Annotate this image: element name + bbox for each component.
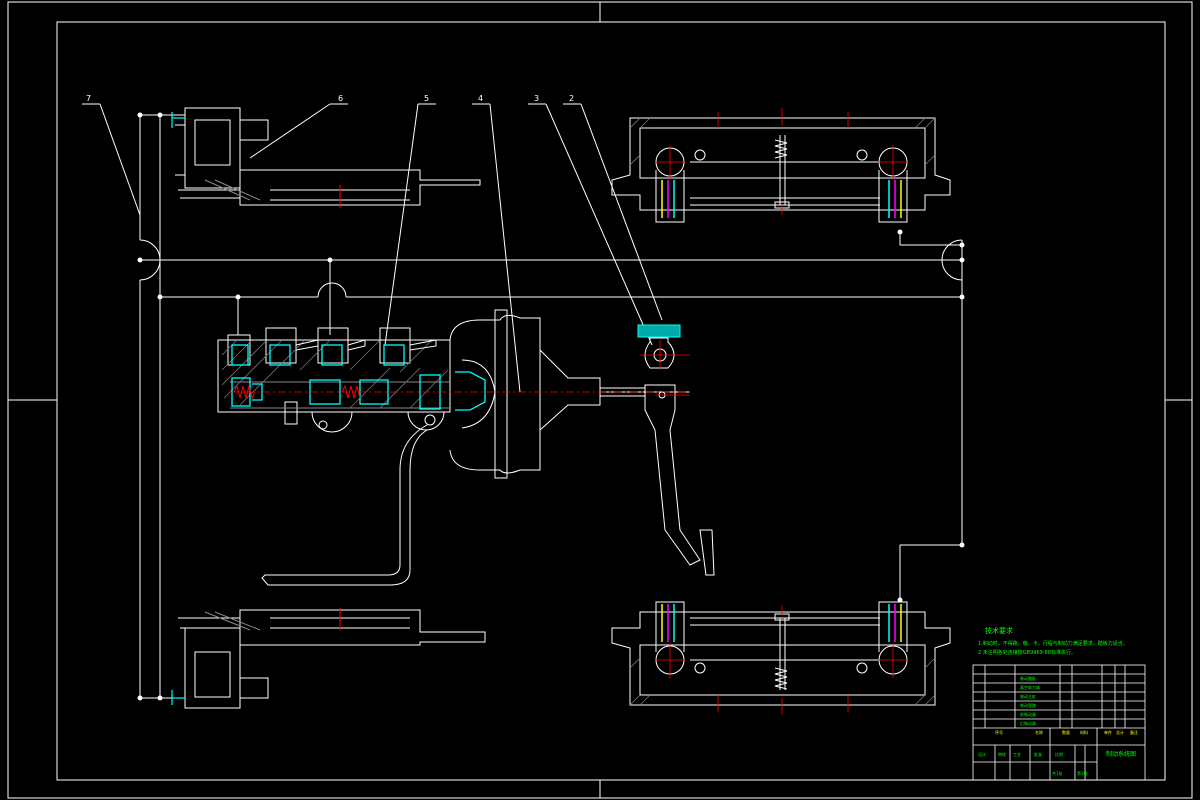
title-block-bottom: 设计 审核 工艺 批准 比例 共1张 第1张 [978,751,1088,776]
rear-brake-upper-center [655,108,908,215]
bottom-process: 工艺 [1013,752,1021,757]
callout-5: 5 [424,94,429,103]
title-block-header: 序号 名称 数量 材料 单件 总计 备注 [995,729,1138,735]
row-5-name: 前制动器 [1020,711,1036,717]
header-material: 材料 [1080,729,1088,735]
notes-line-1: 1.制动时，不得跑、偏、卡，行程与制动力满足要求，踏板力适当。 [978,640,1128,647]
front-brake-lower [178,609,486,709]
vacuum-booster [261,309,690,586]
header-unit: 单件 [1104,729,1112,735]
bottom-sheet-no: 第1张 [1077,770,1088,776]
bottom-design: 设计 [978,751,986,757]
notes-title: 技术要求 [985,626,1013,635]
bottom-scale: 比例 [1055,751,1063,757]
rear-brake-lower-spring [774,667,788,690]
callout-4: 4 [478,94,483,103]
callout-2: 2 [569,94,574,103]
header-remark: 备注 [1130,729,1138,735]
row-3-name: 制动主缸 [1020,693,1036,699]
rear-brake-upper [611,117,951,223]
title-block [972,664,1146,781]
bottom-review: 审核 [998,751,1006,757]
sheet-border [7,1,1193,799]
callout-labels: 7 6 5 4 3 2 [86,94,574,103]
pipe-junction-dots [137,112,965,701]
row-6-name: 后制动器 [1020,720,1036,726]
brake-pedal [637,324,715,576]
title-block-rows: 制动踏板 真空助力器 制动主缸 制动管路 前制动器 后制动器 [1020,675,1040,726]
header-name: 名称 [1035,729,1043,735]
brake-pipe-network [139,114,963,699]
rear-brake-lower-cylinders [661,604,902,642]
notes-line-2: 2.未注明各处连接按GB9969-88标准执行。 [978,649,1076,656]
callout-leaders [82,103,663,393]
pedal-center-marks [640,340,690,396]
row-1-name: 制动踏板 [1020,675,1036,681]
rear-brake-lower-hatch [629,657,936,706]
rear-brake-lower-center [655,605,908,715]
header-qty: 数量 [1062,729,1070,735]
front-brake-upper-accents [171,112,185,128]
rear-brake-upper-hatch [629,117,936,166]
callout-7: 7 [86,94,91,103]
rear-brake-upper-cylinders [661,180,902,218]
front-brake-lower-accents [171,690,185,705]
bottom-sheets: 共1张 [1052,770,1063,776]
master-cylinder-spring [233,384,361,400]
bottom-approve: 批准 [1034,751,1042,757]
callout-6: 6 [338,94,343,103]
technical-notes: 技术要求 1.制动时，不得跑、偏、卡，行程与制动力满足要求，踏板力适当。 2.未… [978,626,1128,656]
master-cylinder-piston [231,344,486,411]
drawing-title: 制动系统图 [1106,750,1136,758]
header-seq: 序号 [995,729,1003,735]
front-brake-upper [175,107,481,206]
callout-3: 3 [534,94,539,103]
bleed-valves [295,339,437,351]
row-2-name: 真空助力器 [1020,684,1040,690]
header-total: 总计 [1116,729,1124,735]
master-cylinder-hatch [221,340,449,409]
row-4-name: 制动管路 [1020,702,1036,708]
rear-brake-upper-spring [774,139,788,159]
